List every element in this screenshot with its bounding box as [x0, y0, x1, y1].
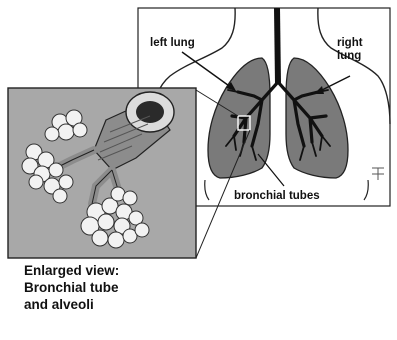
caption-line-3: and alveoli — [24, 296, 194, 313]
caption-line-1: Enlarged view: — [24, 262, 194, 279]
caption-line-2: Bronchial tube — [24, 279, 194, 296]
left-lung-label: left lung — [150, 37, 195, 49]
enlarged-view-caption: Enlarged view: Bronchial tube and alveol… — [24, 262, 194, 313]
right-lung-label-line1: right — [337, 37, 363, 49]
right-lung-label-line2: lung — [337, 50, 361, 62]
trachea — [274, 8, 281, 84]
bronchial-tubes-label: bronchial tubes — [234, 190, 320, 202]
